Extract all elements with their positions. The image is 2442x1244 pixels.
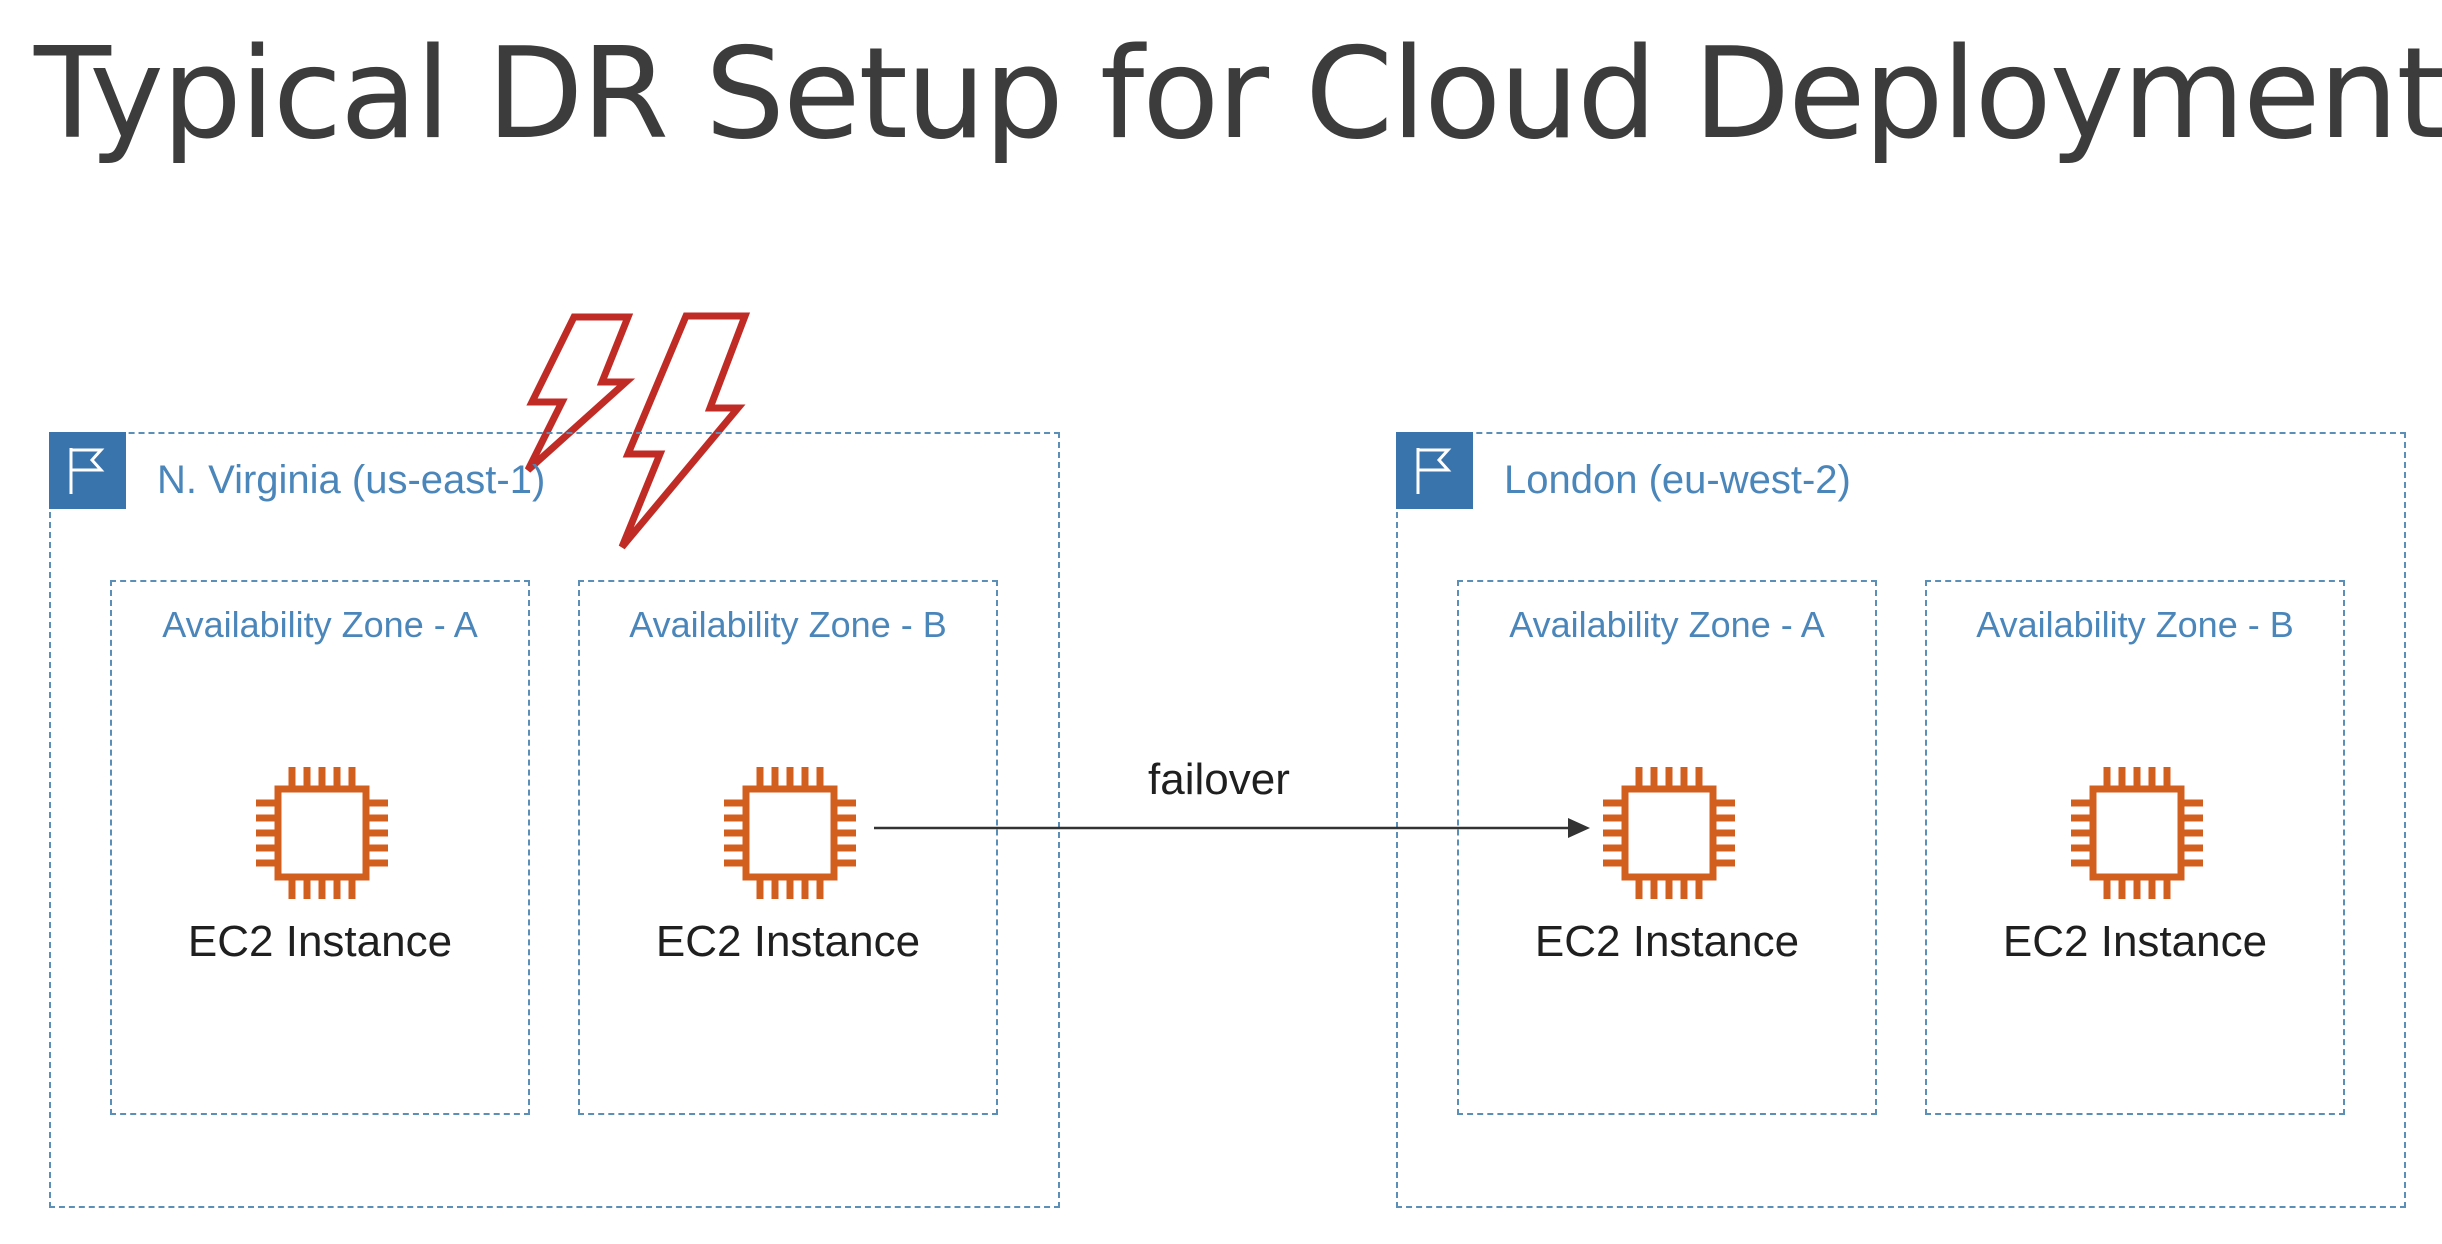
availability-zone-label: Availability Zone - B [629,604,947,645]
lightning-bolt-1 [524,313,636,473]
flag-icon [49,432,126,509]
ec2-instance-label: EC2 Instance [187,917,453,966]
region-n-virginia: N. Virginia (us-east-1) Availability Zon… [49,432,1060,1208]
lightning-bolt-icon [524,312,751,550]
failover-label: failover [1148,755,1290,804]
availability-zone-a: Availability Zone - A EC2 Instance [110,580,530,1115]
region-london: London (eu-west-2) Availability Zone - A… [1396,432,2406,1208]
availability-zone-label: Availability Zone - B [1976,604,2294,645]
slide-title: Typical DR Setup for Cloud Deployments [34,20,2442,167]
ec2-instance-label: EC2 Instance [1534,917,1800,966]
ec2-instance-label: EC2 Instance [2002,917,2268,966]
lightning-bolt-2 [618,312,751,550]
availability-zone-label: Availability Zone - A [162,604,478,645]
availability-zone-a: Availability Zone - A EC2 Instance [1457,580,1877,1115]
availability-zone-b: Availability Zone - B EC2 Instance [1925,580,2345,1115]
region-label: London (eu-west-2) [1504,458,1851,502]
ec2-chip-icon [256,767,388,899]
ec2-chip-icon [2071,767,2203,899]
ec2-chip-icon [724,767,856,899]
availability-zone-b: Availability Zone - B EC2 Instance [578,580,998,1115]
region-label: N. Virginia (us-east-1) [157,458,546,502]
ec2-instance-label: EC2 Instance [655,917,921,966]
availability-zone-label: Availability Zone - A [1509,604,1825,645]
ec2-chip-icon [1603,767,1735,899]
flag-icon [1396,432,1473,509]
